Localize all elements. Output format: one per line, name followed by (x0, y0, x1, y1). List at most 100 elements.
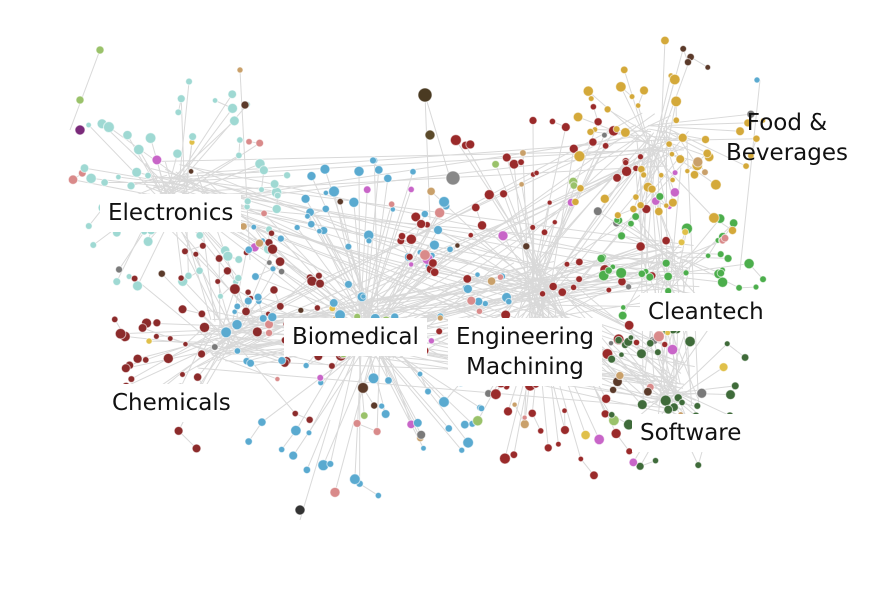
node-food (660, 35, 670, 46)
node-biomedical (438, 396, 450, 408)
node-food (700, 134, 711, 145)
node-food (742, 162, 750, 170)
node-food (677, 132, 688, 143)
node-engineering (580, 429, 591, 441)
node-food (669, 176, 676, 184)
node-biomedical (370, 401, 379, 410)
node-biomedical (408, 261, 415, 268)
node-biomedical (387, 200, 396, 208)
node-electronics (131, 166, 143, 178)
node-engineering (636, 153, 645, 161)
node-software (663, 404, 674, 415)
node-engineering (509, 450, 519, 459)
node-spur (236, 66, 244, 74)
edge (619, 375, 668, 393)
edge (495, 164, 552, 304)
node-software (607, 340, 615, 347)
node-spur (75, 95, 85, 105)
edge (134, 278, 218, 348)
node-engineering (561, 407, 568, 414)
node-food (708, 212, 720, 224)
node-food (684, 167, 691, 175)
node-cleantech (704, 252, 712, 259)
node-biomedical (233, 347, 242, 355)
edge (630, 223, 683, 273)
node-biomedical (306, 171, 317, 182)
node-food (668, 197, 678, 208)
node-electronics (122, 129, 133, 141)
node-engineering (529, 224, 537, 231)
node-biomedical (444, 424, 453, 433)
node-engineering (557, 287, 568, 297)
node-engineering (397, 231, 407, 241)
edge (201, 179, 548, 289)
node-food (743, 118, 753, 128)
node-engineering (517, 158, 525, 166)
node-chemicals (192, 250, 200, 258)
node-chemicals (244, 288, 252, 296)
node-software (718, 362, 729, 373)
node-engineering (405, 252, 414, 261)
edge (668, 343, 728, 401)
edge (667, 101, 677, 144)
node-spur (95, 45, 105, 55)
node-electronics (217, 292, 224, 300)
node-chemicals (177, 274, 185, 282)
node-engineering (546, 199, 553, 206)
node-chemicals (229, 283, 241, 295)
node-biomedical (305, 429, 313, 437)
node-chemicals (274, 256, 286, 267)
node-chemicals (181, 247, 189, 256)
node-cleantech (716, 250, 725, 259)
node-biomedical (266, 259, 273, 266)
node-engineering (569, 283, 578, 292)
node-cleantech (617, 310, 628, 321)
edge (481, 225, 550, 286)
node-engineering (426, 186, 436, 197)
node-food (603, 105, 612, 114)
node-chemicals (269, 285, 279, 295)
edge (623, 69, 646, 137)
node-chemicals (198, 321, 211, 334)
edge (150, 168, 544, 267)
edge (329, 340, 359, 465)
node-biomedical (336, 197, 344, 206)
node-biomedical (420, 209, 429, 219)
edge (353, 202, 366, 331)
node-biomedical (250, 223, 258, 231)
node-software (723, 340, 731, 348)
edge (679, 256, 729, 259)
node-electronics (234, 273, 243, 283)
node-software (659, 394, 672, 407)
node-engineering (528, 116, 538, 125)
node-electronics (234, 255, 244, 264)
node-software (694, 461, 703, 469)
edge (668, 122, 748, 126)
node-chemicals (127, 375, 136, 383)
node-electronics (235, 151, 243, 160)
edge (350, 149, 663, 310)
edge (179, 164, 684, 271)
node-food (675, 154, 686, 164)
node-electronics (184, 271, 193, 280)
node-engineering (410, 211, 422, 223)
node-electronics (243, 197, 252, 206)
edge (175, 178, 277, 210)
node-biomedical (362, 185, 372, 194)
edge (108, 126, 187, 183)
node-engineering (467, 231, 474, 239)
node-chemicals (173, 425, 184, 436)
node-engineering (527, 408, 537, 418)
node-chemicals (130, 274, 139, 283)
edge (647, 113, 751, 127)
node-cleantech (661, 258, 671, 268)
node-software (627, 334, 635, 341)
edge (163, 147, 680, 179)
edge (299, 419, 331, 521)
node-engineering (491, 159, 500, 169)
node-spur (294, 504, 306, 516)
node-biomedical (307, 219, 316, 229)
node-engineering (419, 249, 431, 261)
edge (176, 108, 233, 182)
